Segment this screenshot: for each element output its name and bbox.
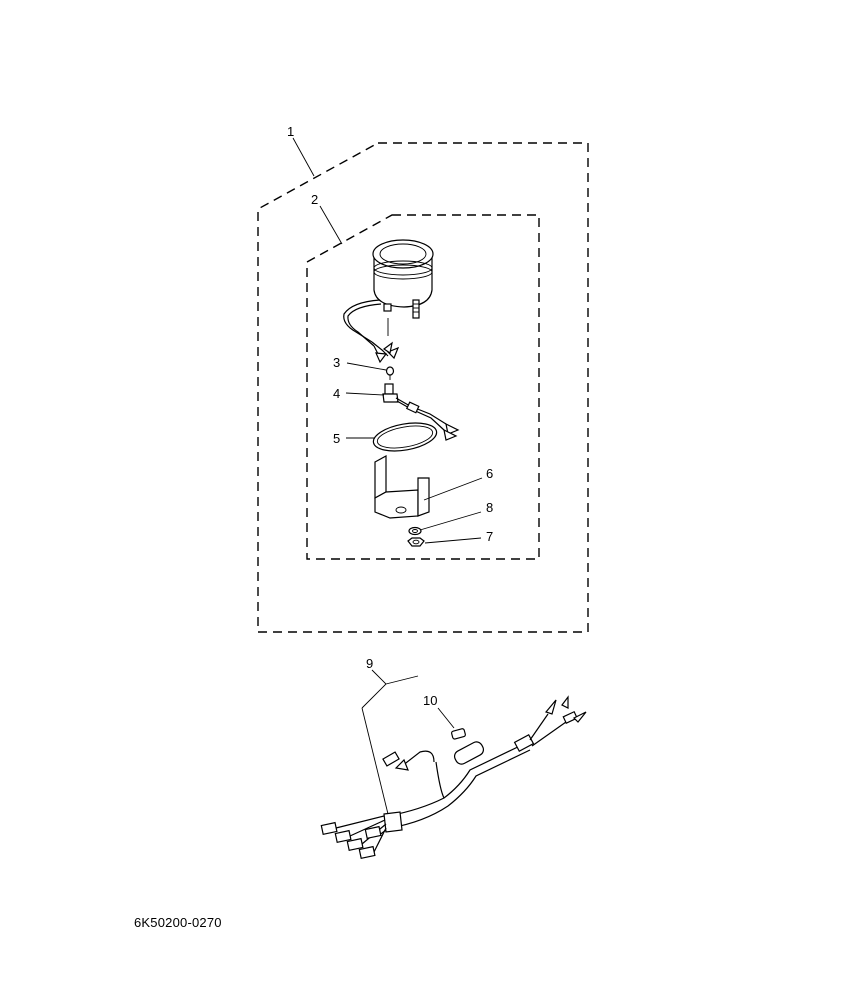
- callout-5: 5: [333, 431, 340, 446]
- callout-2: 2: [311, 192, 318, 207]
- leader-line-7: [424, 537, 482, 544]
- bracket-part: [374, 454, 430, 519]
- leader-line-1: [292, 137, 315, 177]
- reference-code: 6K50200-0270: [134, 915, 222, 930]
- leader-line-8: [419, 511, 482, 531]
- leader-line-9-harness: [361, 707, 389, 815]
- gauge-meter-part: [372, 239, 434, 336]
- leader-line-9: [361, 669, 419, 709]
- leader-line-10: [437, 707, 455, 729]
- callout-10: 10: [423, 693, 437, 708]
- callout-3: 3: [333, 355, 340, 370]
- leader-line-2: [319, 205, 343, 245]
- washer-part: [408, 526, 422, 536]
- leader-line-3: [346, 362, 387, 371]
- callout-7: 7: [486, 529, 493, 544]
- callout-8: 8: [486, 500, 493, 515]
- leader-line-4: [345, 392, 385, 396]
- leader-line-6: [423, 477, 483, 501]
- fuse-part: [451, 728, 466, 740]
- nut-part: [407, 537, 425, 547]
- callout-9: 9: [366, 656, 373, 671]
- callout-4: 4: [333, 386, 340, 401]
- assembly-1-boundary: [257, 142, 589, 633]
- callout-6: 6: [486, 466, 493, 481]
- socket-cord-part: [382, 383, 460, 441]
- seal-ring-part: [372, 422, 438, 452]
- bulb-part: [385, 366, 395, 380]
- wiring-harness-part: [320, 695, 587, 860]
- callout-1: 1: [287, 124, 294, 139]
- assembly-2-boundary: [306, 214, 540, 560]
- gauge-wires-part: [343, 299, 400, 364]
